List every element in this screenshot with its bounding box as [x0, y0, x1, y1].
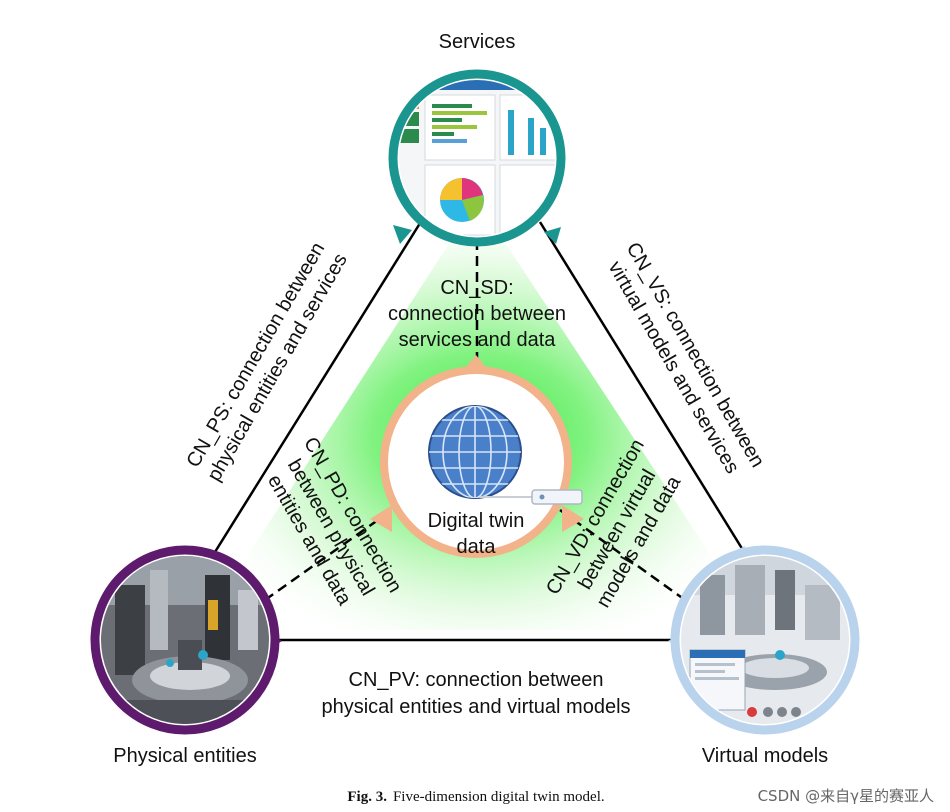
- caption-text: Five-dimension digital twin model.: [393, 789, 605, 805]
- cn-sd-line2: connection between: [388, 303, 566, 325]
- services-label: Services: [439, 31, 516, 53]
- data-pointer-right: [562, 505, 584, 532]
- edge-cn-ps: [208, 219, 424, 561]
- cn-sd-label: CN_SD: connection between services and d…: [388, 277, 566, 351]
- figure-caption: Fig. 3. Five-dimension digital twin model…: [347, 789, 604, 805]
- cn-sd-line1: CN_SD:: [440, 277, 513, 299]
- watermark: CSDN @来自γ星的赛亚人: [758, 787, 934, 805]
- usb-drive-icon: [480, 489, 583, 505]
- cn-pv-label: CN_PV: connection between physical entit…: [321, 669, 630, 718]
- physical-entities-label: Physical entities: [113, 745, 256, 767]
- data-pointer-left: [370, 505, 392, 532]
- data-pointer-up: [462, 355, 490, 372]
- physical-entities-node: Physical entities: [90, 545, 280, 767]
- services-pointer-left: [393, 225, 412, 244]
- cn-ps-line1: CN_PS: connection between: [182, 239, 329, 471]
- services-node: Services: [388, 31, 566, 247]
- virtual-models-node: Virtual models: [670, 545, 860, 767]
- data-label-line2: data: [457, 536, 497, 558]
- services-pointer-right: [544, 227, 561, 244]
- cn-pv-line2: physical entities and virtual models: [321, 696, 630, 718]
- dash-cn-vd: [559, 508, 686, 602]
- digital-twin-data-node: Digital twin data: [370, 355, 584, 558]
- edge-cn-vs: [538, 221, 748, 556]
- dash-cn-pd: [264, 508, 393, 602]
- virtual-models-label: Virtual models: [702, 745, 828, 767]
- cn-vs-line1: CN_VS: connection between: [622, 239, 769, 471]
- caption-label: Fig. 3.: [347, 789, 387, 805]
- globe-icon: [428, 405, 522, 499]
- cn-pv-line1: CN_PV: connection between: [349, 669, 604, 691]
- data-label-line1: Digital twin: [428, 510, 525, 532]
- cn-sd-line3: services and data: [399, 329, 557, 351]
